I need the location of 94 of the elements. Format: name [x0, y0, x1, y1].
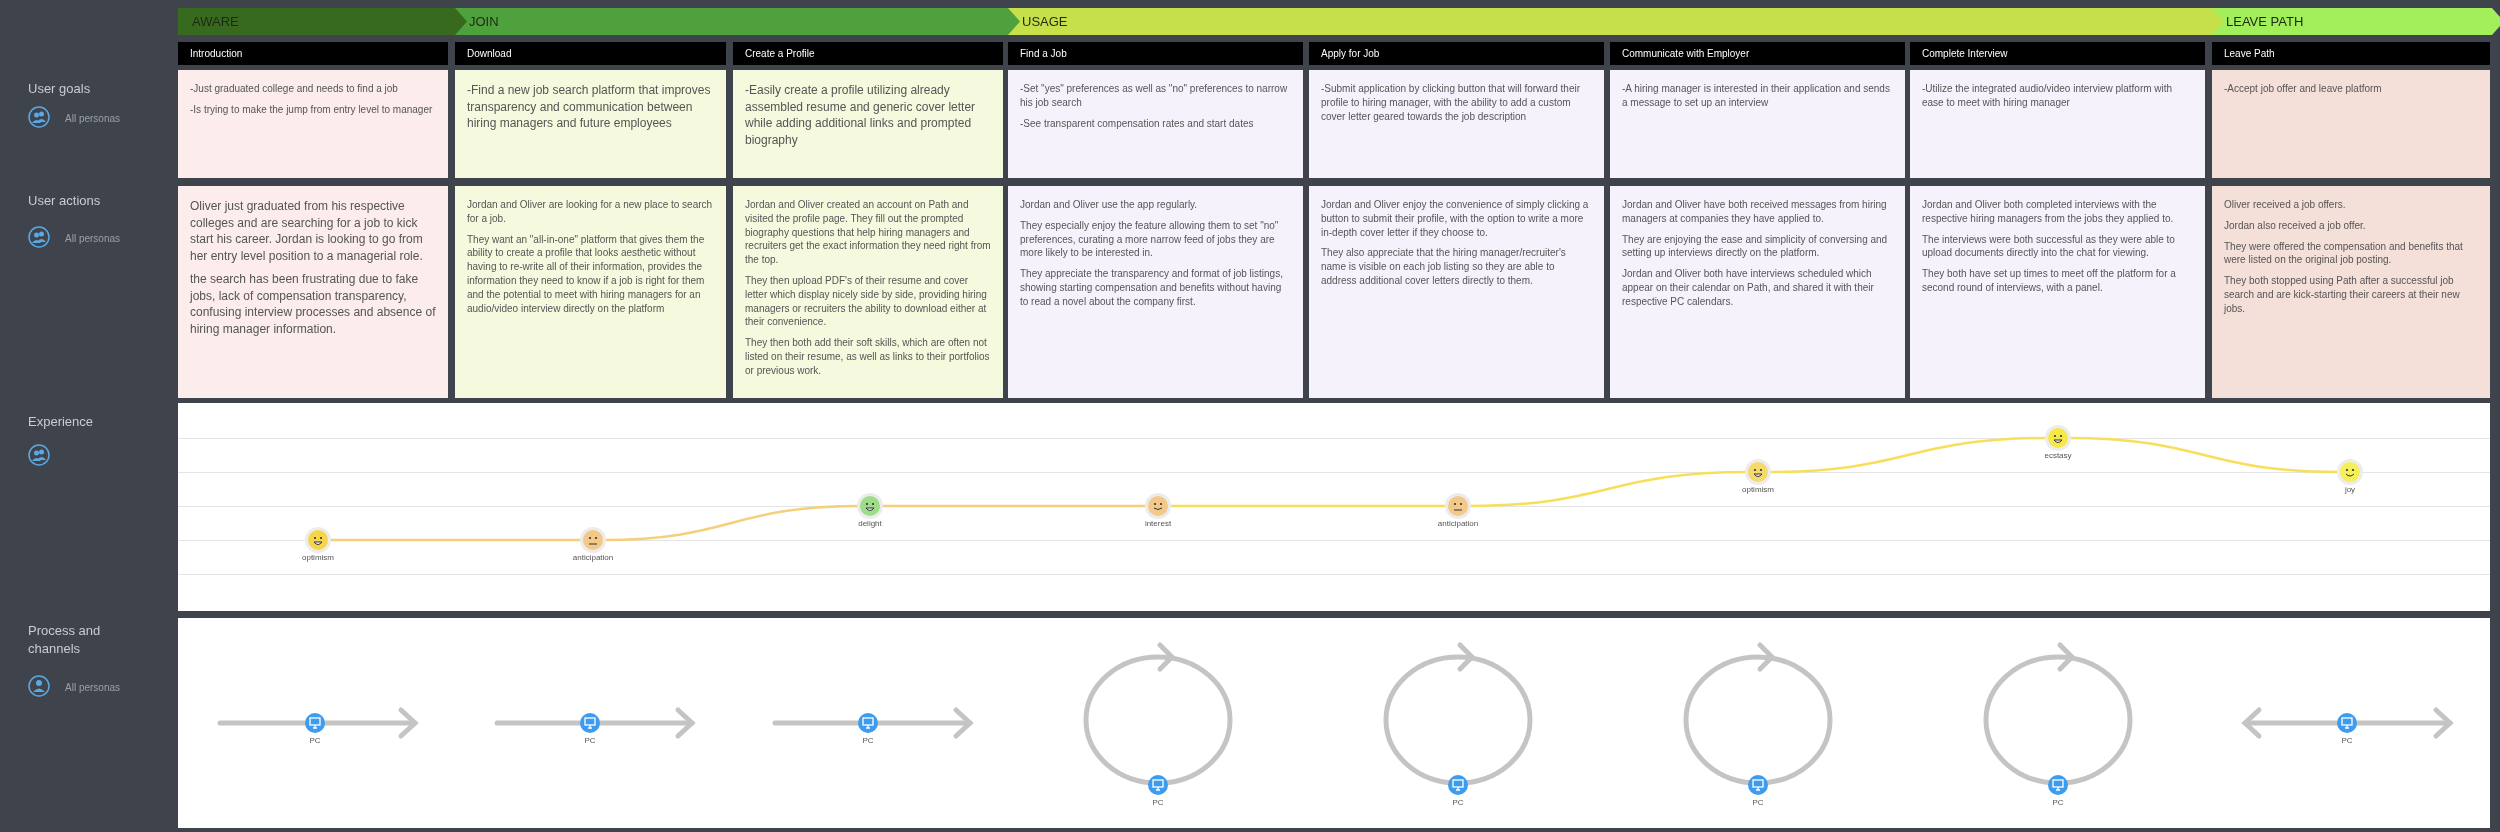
action-text: Jordan and Oliver use the app regularly.	[1020, 198, 1199, 212]
goal-card	[1610, 70, 1905, 178]
goal-text: -Utilize the integrated audio/video interview platform with ease to meet with hiring manager	[1922, 82, 2174, 110]
step-header: Find a Job	[1008, 42, 1303, 65]
action-card	[1309, 186, 1604, 398]
experience-curve	[328, 538, 583, 542]
action-text: They appreciate the transparency and format of job listings, showing starting compensation and benefits without having to read a novel about the company first.	[1020, 267, 1284, 309]
step-header: Communicate with Employer	[1610, 42, 1905, 65]
emotion-face	[2048, 428, 2068, 448]
channel-label: PC	[1452, 798, 1464, 807]
action-text: Jordan and Oliver have both received messages from hiring managers at companies they have applied to.	[1622, 198, 1888, 226]
step-header: Download	[455, 42, 726, 65]
goal-text: -Is trying to make the jump from entry level to manager	[190, 102, 434, 117]
action-text: They then both add their soft skills, which are often not listed on their resume, as well as links to their portfolios or previous work.	[745, 336, 991, 378]
step-header: Leave Path	[2212, 42, 2490, 65]
action-text: They also appreciate that the hiring manager/recruiter's name is visible on each job listing so they are able to address additional cover letters directly to them.	[1321, 246, 1567, 288]
stage-band: JOIN	[455, 8, 1020, 35]
stage-band: USAGE	[1008, 8, 2224, 35]
channel-label: PC	[862, 736, 874, 745]
step-header: Apply for Job	[1309, 42, 1604, 65]
emotion-face	[1748, 462, 1768, 482]
emotion-label: anticipation	[572, 553, 614, 562]
action-text: Jordan and Oliver created an account on Path and visited the profile page. They fill out the prompted biography questions that help hiring managers and recruiters get the exact information they need right from the top.	[745, 198, 991, 267]
action-text: They were offered the compensation and benefits that were listed on the original job posting.	[2224, 239, 2464, 268]
action-text: the search has been frustrating due to fake jobs, lack of compensation transparency, confusing interview processes and absence of hiring manager information.	[190, 271, 436, 338]
goal-card	[1910, 70, 2205, 178]
goal-text: -A hiring manager is interested in their application and sends a message to set up an interview	[1622, 82, 1891, 110]
goal-text: -Just graduated college and needs to find a job	[190, 82, 399, 96]
stage-band: LEAVE PATH	[2212, 8, 2500, 35]
experience-curve	[880, 504, 1148, 508]
step-header: Complete Interview	[1910, 42, 2205, 65]
experience-curve	[1168, 504, 1448, 508]
action-card	[455, 186, 726, 398]
emotion-face	[1448, 496, 1468, 516]
goal-text: -Submit application by clicking button that will forward their profile to hiring manager, with the ability to add a custom cover letter geared towards the job description	[1321, 82, 1581, 124]
emotion-label: joy	[2344, 485, 2356, 494]
channel-label: PC	[2341, 736, 2353, 745]
emotion-label: anticipation	[1437, 519, 1479, 528]
action-card	[1008, 186, 1303, 398]
step-header: Create a Profile	[733, 42, 1003, 65]
emotion-label: optimism	[302, 553, 334, 562]
action-text: Jordan and Oliver are looking for a new place to search for a job.	[467, 198, 714, 226]
action-card	[178, 186, 448, 398]
goal-text: -Set "yes" preferences as well as "no" preferences to narrow his job search	[1020, 82, 1289, 110]
goal-card	[1309, 70, 1604, 178]
emotion-face	[1148, 496, 1168, 516]
goal-text: -Accept job offer and leave platform	[2224, 82, 2383, 96]
step-header: Introduction	[178, 42, 448, 65]
goal-card	[733, 70, 1003, 178]
action-card	[1910, 186, 2205, 398]
channel-label: PC	[584, 736, 596, 745]
action-card	[2212, 186, 2490, 398]
channel-label: PC	[1752, 798, 1764, 807]
emotion-label: interest	[1144, 519, 1172, 528]
action-text: They want an "all-in-one" platform that gives them the ability to create a profile that looks aesthetic without having to re-write all of their information, provides the information they need to know if a job is right for them and the potential to meet with hiring managers for an audio/video interview directly on the platform	[467, 232, 706, 316]
action-text: Jordan and Oliver enjoy the convenience of simply clicking a button to submit their profile, with the option to write a more in-depth cover letter if they choose to.	[1321, 198, 1590, 240]
emotion-face	[583, 530, 603, 550]
emotion-face	[308, 530, 328, 550]
action-text: They both stopped using Path after a successful job search and are kick-starting their careers at their new jobs.	[2224, 274, 2461, 316]
persona-label: All personas	[65, 681, 121, 695]
action-text: Jordan and Oliver both completed interviews with the respective hiring managers from the jobs they applied to.	[1922, 198, 2175, 226]
channel-label: PC	[309, 736, 321, 745]
action-text: They are enjoying the ease and simplicity of conversing and setting up interviews directly on the platform.	[1622, 232, 1889, 261]
goal-text: -See transparent compensation rates and start dates	[1020, 116, 1255, 131]
emotion-label: optimism	[1742, 485, 1774, 494]
goal-text: -Easily create a profile utilizing already assembled resume and generic cover letter while adding additional links and prompted biography	[745, 82, 977, 149]
emotion-label: delight	[858, 519, 882, 528]
row-label: Process and channels	[28, 622, 102, 658]
action-text: They especially enjoy the feature allowing them to set "no" preferences, curating a more narrow feed of jobs they are more likely to be interested in.	[1020, 218, 1280, 261]
action-text: Jordan and Oliver both have interviews scheduled which appear on their calendar on Path, and shared it with their respective PC calendars.	[1622, 267, 1875, 309]
channel-label: PC	[2052, 798, 2064, 807]
action-text: The interviews were both successful as they were able to upload documents directly into the chat for viewing.	[1922, 232, 2176, 261]
emotion-face	[860, 496, 880, 516]
persona-label: All personas	[65, 112, 121, 126]
action-text: They then upload PDF's of their resume and cover letter which display nicely side by side, providing hiring managers or recruiters the ability to download either at their convenience.	[745, 274, 988, 330]
goal-text: -Find a new job search platform that improves transparency and communication between hiring managers and future employees	[467, 82, 712, 132]
goal-card	[178, 70, 448, 178]
goal-card	[2212, 70, 2490, 178]
row-label: User goals	[28, 80, 92, 98]
action-card	[1610, 186, 1905, 398]
row-label: User actions	[28, 192, 102, 210]
action-text: Jordan also received a job offer.	[2224, 218, 2367, 233]
action-text: Oliver received a job offers.	[2224, 198, 2347, 212]
goal-card	[1008, 70, 1303, 178]
goal-card	[455, 70, 726, 178]
channel-label: PC	[1152, 798, 1164, 807]
emotion-face	[2340, 462, 2360, 482]
action-card	[733, 186, 1003, 398]
action-text: Oliver just graduated from his respective colleges and are searching for a job to kick start his career. Jordan is looking to go from her entry level position to a managerial role.	[190, 198, 424, 265]
emotion-label: ecstasy	[2044, 451, 2072, 460]
stage-band: AWARE	[178, 8, 467, 35]
persona-label: All personas	[65, 232, 121, 246]
row-label: Experience	[28, 413, 95, 431]
action-text: They both have set up times to meet off the platform for a second round of interviews, with a panel.	[1922, 267, 2177, 295]
